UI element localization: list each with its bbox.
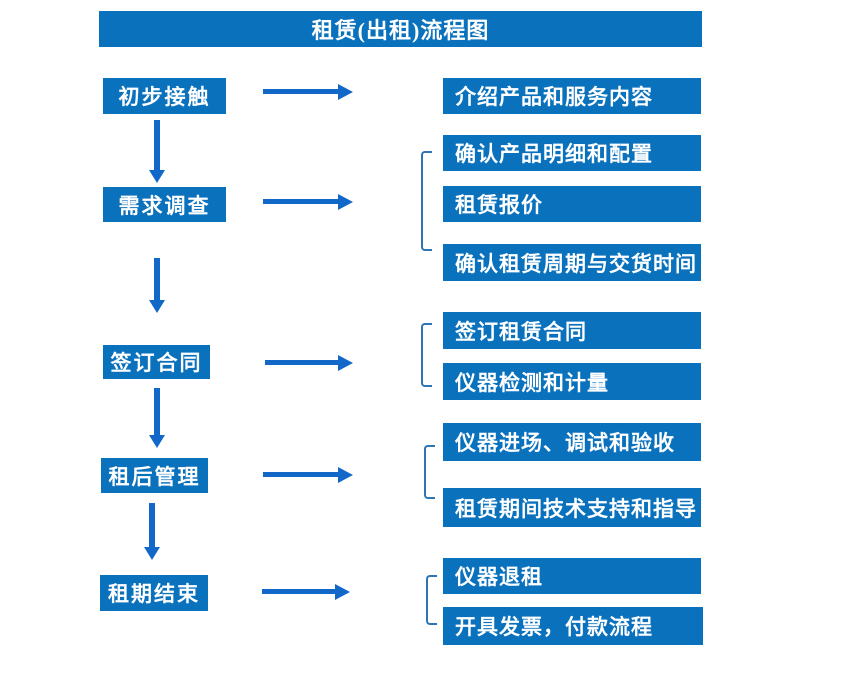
step-rental-end: 租期结束 <box>100 575 208 611</box>
detail-confirm-product-config: 确认产品明细和配置 <box>443 135 701 171</box>
detail-invoice-payment: 开具发票，付款流程 <box>443 607 703 645</box>
right-arrow-icon <box>263 472 338 477</box>
detail-sign-rental-contract: 签订租赁合同 <box>443 312 701 349</box>
detail-instrument-return: 仪器退租 <box>443 558 701 594</box>
detail-rental-quote: 租赁报价 <box>443 186 701 222</box>
step-post-rental-management: 租后管理 <box>101 458 208 493</box>
group-bracket-icon <box>421 323 432 387</box>
step-sign-contract: 签订合同 <box>103 345 210 379</box>
group-bracket-icon <box>424 445 435 499</box>
down-arrow-icon <box>149 503 155 547</box>
step-demand-survey: 需求调查 <box>103 187 226 222</box>
group-bracket-icon <box>426 575 437 625</box>
right-arrow-icon <box>263 199 338 204</box>
detail-introduce-products-services: 介绍产品和服务内容 <box>443 78 701 114</box>
detail-instrument-inspection-metering: 仪器检测和计量 <box>443 363 701 400</box>
right-arrow-icon <box>263 89 338 94</box>
detail-rental-tech-support: 租赁期间技术支持和指导 <box>443 488 701 527</box>
down-arrow-icon <box>154 388 160 435</box>
flowchart-title: 租赁(出租)流程图 <box>99 11 702 47</box>
right-arrow-icon <box>262 589 335 594</box>
group-bracket-icon <box>421 151 432 251</box>
detail-instrument-setup-acceptance: 仪器进场、调试和验收 <box>443 423 701 461</box>
detail-confirm-period-delivery: 确认租赁周期与交货时间 <box>443 244 701 281</box>
down-arrow-icon <box>154 120 160 170</box>
down-arrow-icon <box>154 258 160 300</box>
step-initial-contact: 初步接触 <box>103 78 226 114</box>
right-arrow-icon <box>265 360 338 365</box>
